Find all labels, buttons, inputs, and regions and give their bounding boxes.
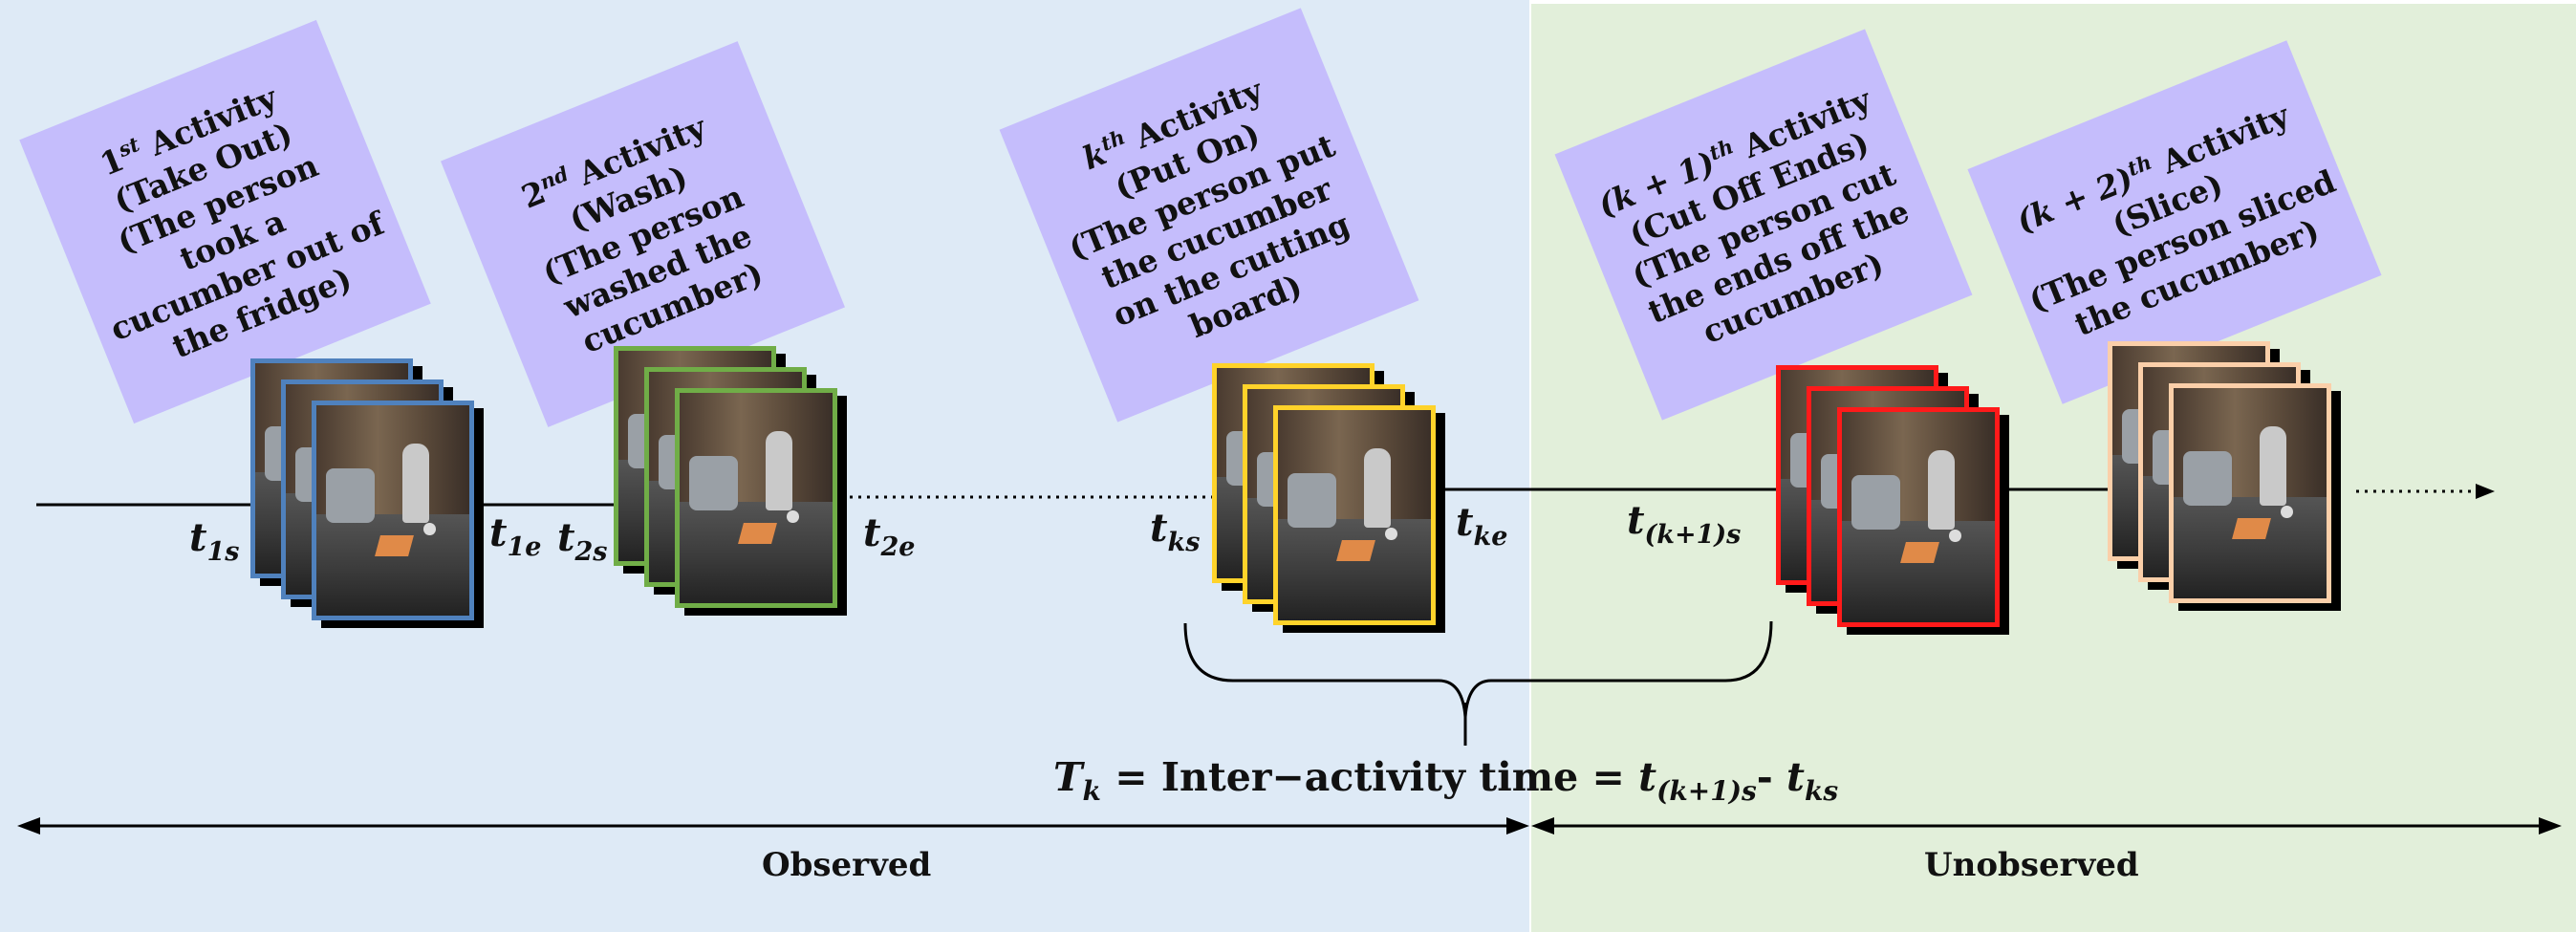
activity-k-frames — [1212, 363, 1441, 640]
activity-2-frames — [614, 346, 843, 623]
formula-rhs1-sub: (k+1)s — [1656, 775, 1757, 807]
video-frame — [312, 401, 474, 620]
inter-activity-formula: Tk = Inter−activity time = t(k+1)s- tks — [1053, 758, 1838, 805]
formula-rhs1-base: t — [1638, 754, 1657, 800]
video-frame — [1273, 405, 1436, 625]
observed-arrow-right-head — [1506, 817, 1529, 834]
observed-arrow-left-head — [17, 817, 40, 834]
activity-k1-note-lines: (k + 1)th Activity(Cut Off Ends)(The per… — [1592, 79, 1935, 370]
label-tke: tke — [1456, 500, 1508, 552]
formula-middle: = Inter−activity time = — [1115, 754, 1625, 800]
formula-rhs2-base: t — [1786, 754, 1805, 800]
formula-lhs-sub: k — [1082, 775, 1101, 807]
unobserved-arrow-right-head — [2539, 817, 2562, 834]
video-frame — [675, 388, 837, 608]
formula-rhs2-sub: ks — [1805, 775, 1839, 807]
label-t1s: t1s — [189, 515, 240, 567]
label-tk1s: t(k+1)s — [1627, 498, 1742, 550]
label-t2s: t2s — [557, 515, 608, 567]
activity-k2-frames — [2108, 341, 2337, 618]
timeline-arrowhead — [2476, 484, 2495, 499]
unobserved-arrow-left-head — [1531, 817, 1554, 834]
unobserved-label: Unobserved — [1924, 846, 2139, 884]
label-t1e: t1e — [489, 510, 542, 562]
formula-lhs-base: T — [1053, 754, 1083, 800]
label-tks: tks — [1150, 506, 1201, 557]
formula-minus: - — [1756, 754, 1773, 800]
video-frame — [1837, 407, 2000, 627]
activity-1-frames — [250, 358, 480, 636]
label-t2e: t2e — [863, 510, 916, 562]
video-frame — [2169, 383, 2331, 603]
activity-k1-frames — [1776, 365, 2005, 642]
observed-label: Observed — [762, 846, 932, 884]
